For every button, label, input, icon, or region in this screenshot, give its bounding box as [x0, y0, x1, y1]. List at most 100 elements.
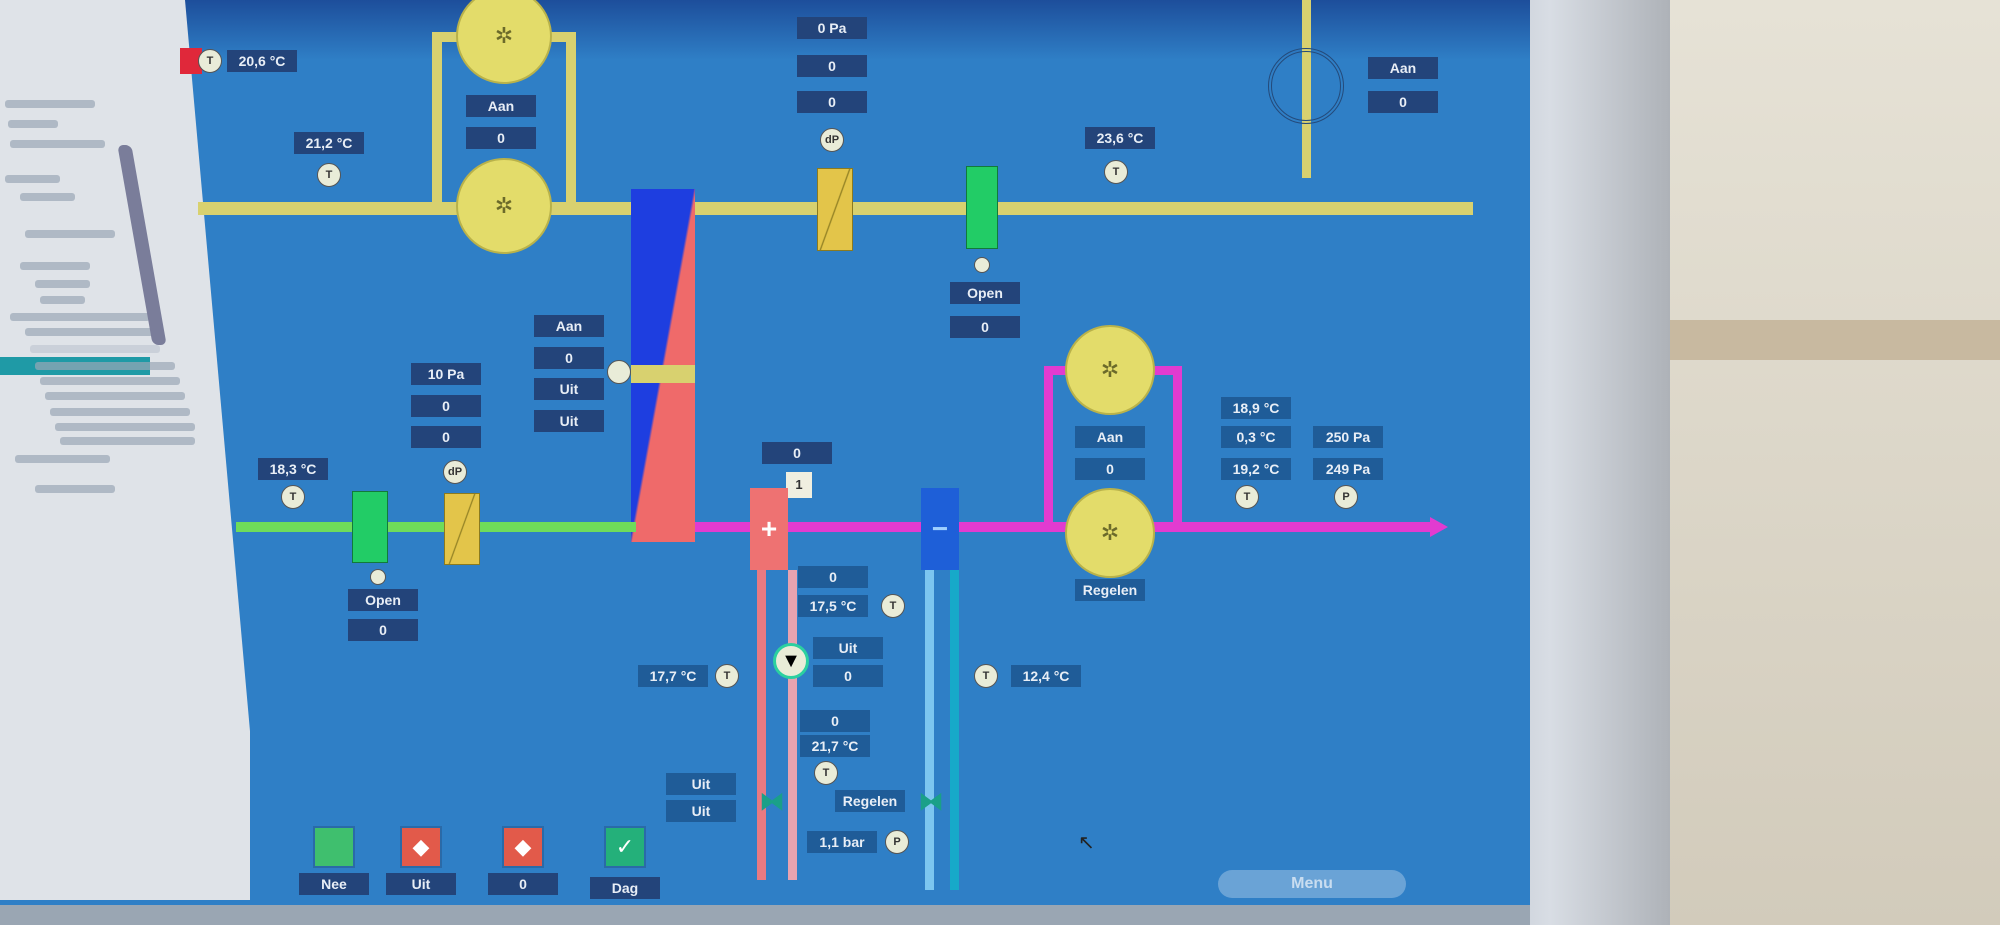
schedule-label: Dag: [590, 877, 660, 899]
tree-item[interactable]: [35, 280, 90, 288]
heating-left-temp: 17,7 °C: [638, 665, 708, 687]
supply-temp: 18,9 °C: [1221, 397, 1291, 419]
wall-background: [1640, 320, 2000, 360]
cooler-supply-pipe: [950, 570, 959, 890]
outside-temp: 18,3 °C: [258, 458, 328, 480]
roof-fan-value: 0: [1368, 91, 1438, 113]
cooling-valve-icon[interactable]: ⧓: [918, 786, 944, 816]
heat-wheel-sensor-icon: [607, 360, 631, 384]
tree-item[interactable]: [5, 100, 95, 108]
pressure-sensor-icon: P: [885, 830, 909, 854]
cooler-return-pipe: [925, 570, 934, 890]
roof-fan-status: Aan: [1368, 57, 1438, 79]
roof-fan-icon[interactable]: [1268, 48, 1344, 124]
tree-item[interactable]: [35, 485, 115, 493]
supply-fan-mode: Regelen: [1075, 579, 1145, 601]
cooling-temp: 12,4 °C: [1011, 665, 1081, 687]
tree-item[interactable]: [60, 437, 195, 445]
tree-item[interactable]: [30, 345, 160, 353]
heating-valve-output: 0: [798, 566, 868, 588]
exhaust-damper-icon[interactable]: [817, 168, 853, 251]
supply-temp: 0,3 °C: [1221, 426, 1291, 448]
tree-item[interactable]: [15, 455, 110, 463]
temperature-sensor-icon: T: [814, 761, 838, 785]
navigation-tree[interactable]: [0, 0, 250, 900]
supply-damper-icon[interactable]: [444, 493, 480, 565]
exhaust-fan-status: Aan: [466, 95, 536, 117]
pressure-sensor-icon: P: [1334, 485, 1358, 509]
heater-coil-icon[interactable]: +: [750, 488, 788, 570]
supply-intake-duct: [236, 522, 636, 532]
temperature-sensor-icon: T: [1104, 160, 1128, 184]
supply-fan-icon[interactable]: [1065, 325, 1155, 415]
menu-button[interactable]: Menu: [1218, 870, 1406, 898]
tree-item[interactable]: [20, 262, 90, 270]
exhaust-fan-icon[interactable]: [456, 0, 552, 84]
heating-pump-value: 0: [813, 665, 883, 687]
temperature-sensor-icon: T: [881, 594, 905, 618]
supply-fan-icon[interactable]: [1065, 488, 1155, 578]
scada-screen: T 20,6 °C Aan 0 21,2 °C T 0 Pa 0 0 dP Op…: [0, 0, 1530, 910]
fan-bypass: [1173, 366, 1182, 526]
supply-filter-icon[interactable]: [352, 491, 388, 563]
cooler-coil-icon[interactable]: −: [921, 488, 959, 570]
temperature-sensor-icon: T: [317, 163, 341, 187]
exhaust-filter-icon[interactable]: [966, 166, 998, 249]
tree-item[interactable]: [40, 377, 180, 385]
tree-item[interactable]: [5, 175, 60, 183]
temperature-sensor-icon: T: [715, 664, 739, 688]
tree-item[interactable]: [25, 328, 155, 336]
supply-damper-pressure: 10 Pa: [411, 363, 481, 385]
heat-wheel-value: 0: [534, 347, 604, 369]
mouse-cursor-icon: ↖: [1078, 832, 1095, 854]
tree-item[interactable]: [25, 230, 115, 238]
outdoor-temp: 20,6 °C: [227, 50, 297, 72]
cooling-valve-mode: Regelen: [835, 790, 905, 812]
heating-valve-mode: Uit: [666, 773, 736, 795]
exhaust-damper-value: 0: [797, 91, 867, 113]
heat-wheel-mode: Uit: [534, 378, 604, 400]
tree-item[interactable]: [45, 392, 185, 400]
mode-button[interactable]: [313, 826, 355, 868]
tree-item[interactable]: [10, 140, 105, 148]
mode-label: Nee: [299, 873, 369, 895]
tree-item[interactable]: [8, 120, 58, 128]
alarm-button[interactable]: ◆: [400, 826, 442, 868]
tree-item[interactable]: [40, 296, 85, 304]
heating-valve-icon[interactable]: ⧓: [759, 786, 785, 816]
heater-supply-pipe: [757, 570, 766, 880]
supply-pressure: 249 Pa: [1313, 458, 1383, 480]
return-temp: 23,6 °C: [1085, 127, 1155, 149]
heater-return-pipe: [788, 570, 797, 880]
tree-item[interactable]: [50, 408, 190, 416]
extract-temp: 21,2 °C: [294, 132, 364, 154]
fan-bypass: [1044, 366, 1053, 526]
alarm-count-button[interactable]: ◆: [502, 826, 544, 868]
schedule-button[interactable]: ✓: [604, 826, 646, 868]
supply-damper-value: 0: [411, 395, 481, 417]
exhaust-filter-value: 0: [950, 316, 1020, 338]
heater-setpoint: 0: [762, 442, 832, 464]
temperature-sensor-icon: T: [281, 485, 305, 509]
supply-damper-value: 0: [411, 426, 481, 448]
tree-item[interactable]: [20, 193, 75, 201]
filter-switch-icon: [974, 257, 990, 273]
supply-temp: 19,2 °C: [1221, 458, 1291, 480]
wall-background: [1640, 0, 2000, 925]
tree-item[interactable]: [55, 423, 195, 431]
pressure-sensor-icon: dP: [820, 128, 844, 152]
temperature-sensor-icon: T: [974, 664, 998, 688]
heating-return-temp: 17,5 °C: [798, 595, 868, 617]
exhaust-fan-icon[interactable]: [456, 158, 552, 254]
tree-item[interactable]: [10, 313, 150, 321]
tree-item[interactable]: [35, 362, 175, 370]
monitor-bezel-bottom: [0, 905, 1530, 925]
heat-wheel-band: [631, 365, 695, 383]
alarm-label: Uit: [386, 873, 456, 895]
heating-flow-value: 0: [800, 710, 870, 732]
heating-pump-icon[interactable]: ▼: [773, 643, 809, 679]
heater-stage: 1: [786, 472, 812, 498]
heating-flow-temp: 21,7 °C: [800, 735, 870, 757]
fan-bypass: [566, 32, 576, 207]
supply-filter-status: Open: [348, 589, 418, 611]
